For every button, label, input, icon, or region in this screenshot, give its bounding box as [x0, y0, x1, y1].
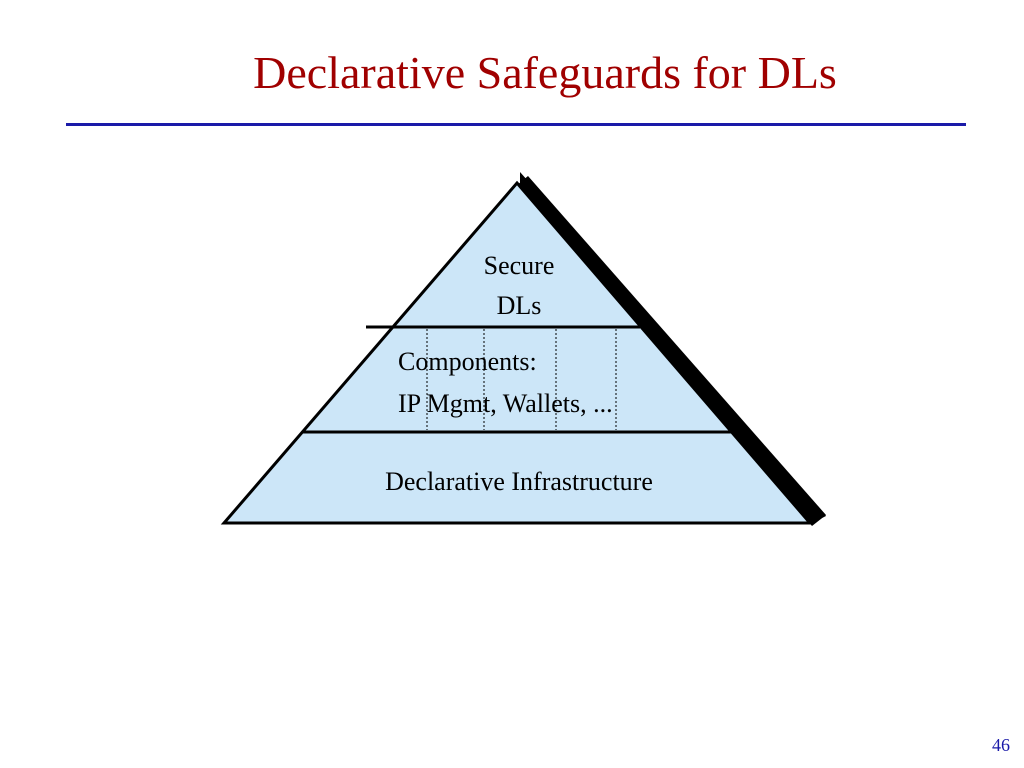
- top-layer-label-line1: Secure: [484, 251, 555, 280]
- middle-layer-label-line2: IP Mgmt, Wallets, ...: [398, 389, 613, 418]
- middle-layer-label-line1: Components:: [398, 347, 537, 376]
- pyramid-shadow-right: [516, 176, 826, 526]
- pyramid-body: [220, 180, 814, 525]
- title-underline: [66, 123, 966, 126]
- page-number: 46: [992, 735, 1010, 755]
- slide-title: Declarative Safeguards for DLs: [253, 47, 837, 98]
- bottom-layer-label: Declarative Infrastructure: [385, 467, 653, 496]
- top-layer-label-line2: DLs: [497, 291, 542, 320]
